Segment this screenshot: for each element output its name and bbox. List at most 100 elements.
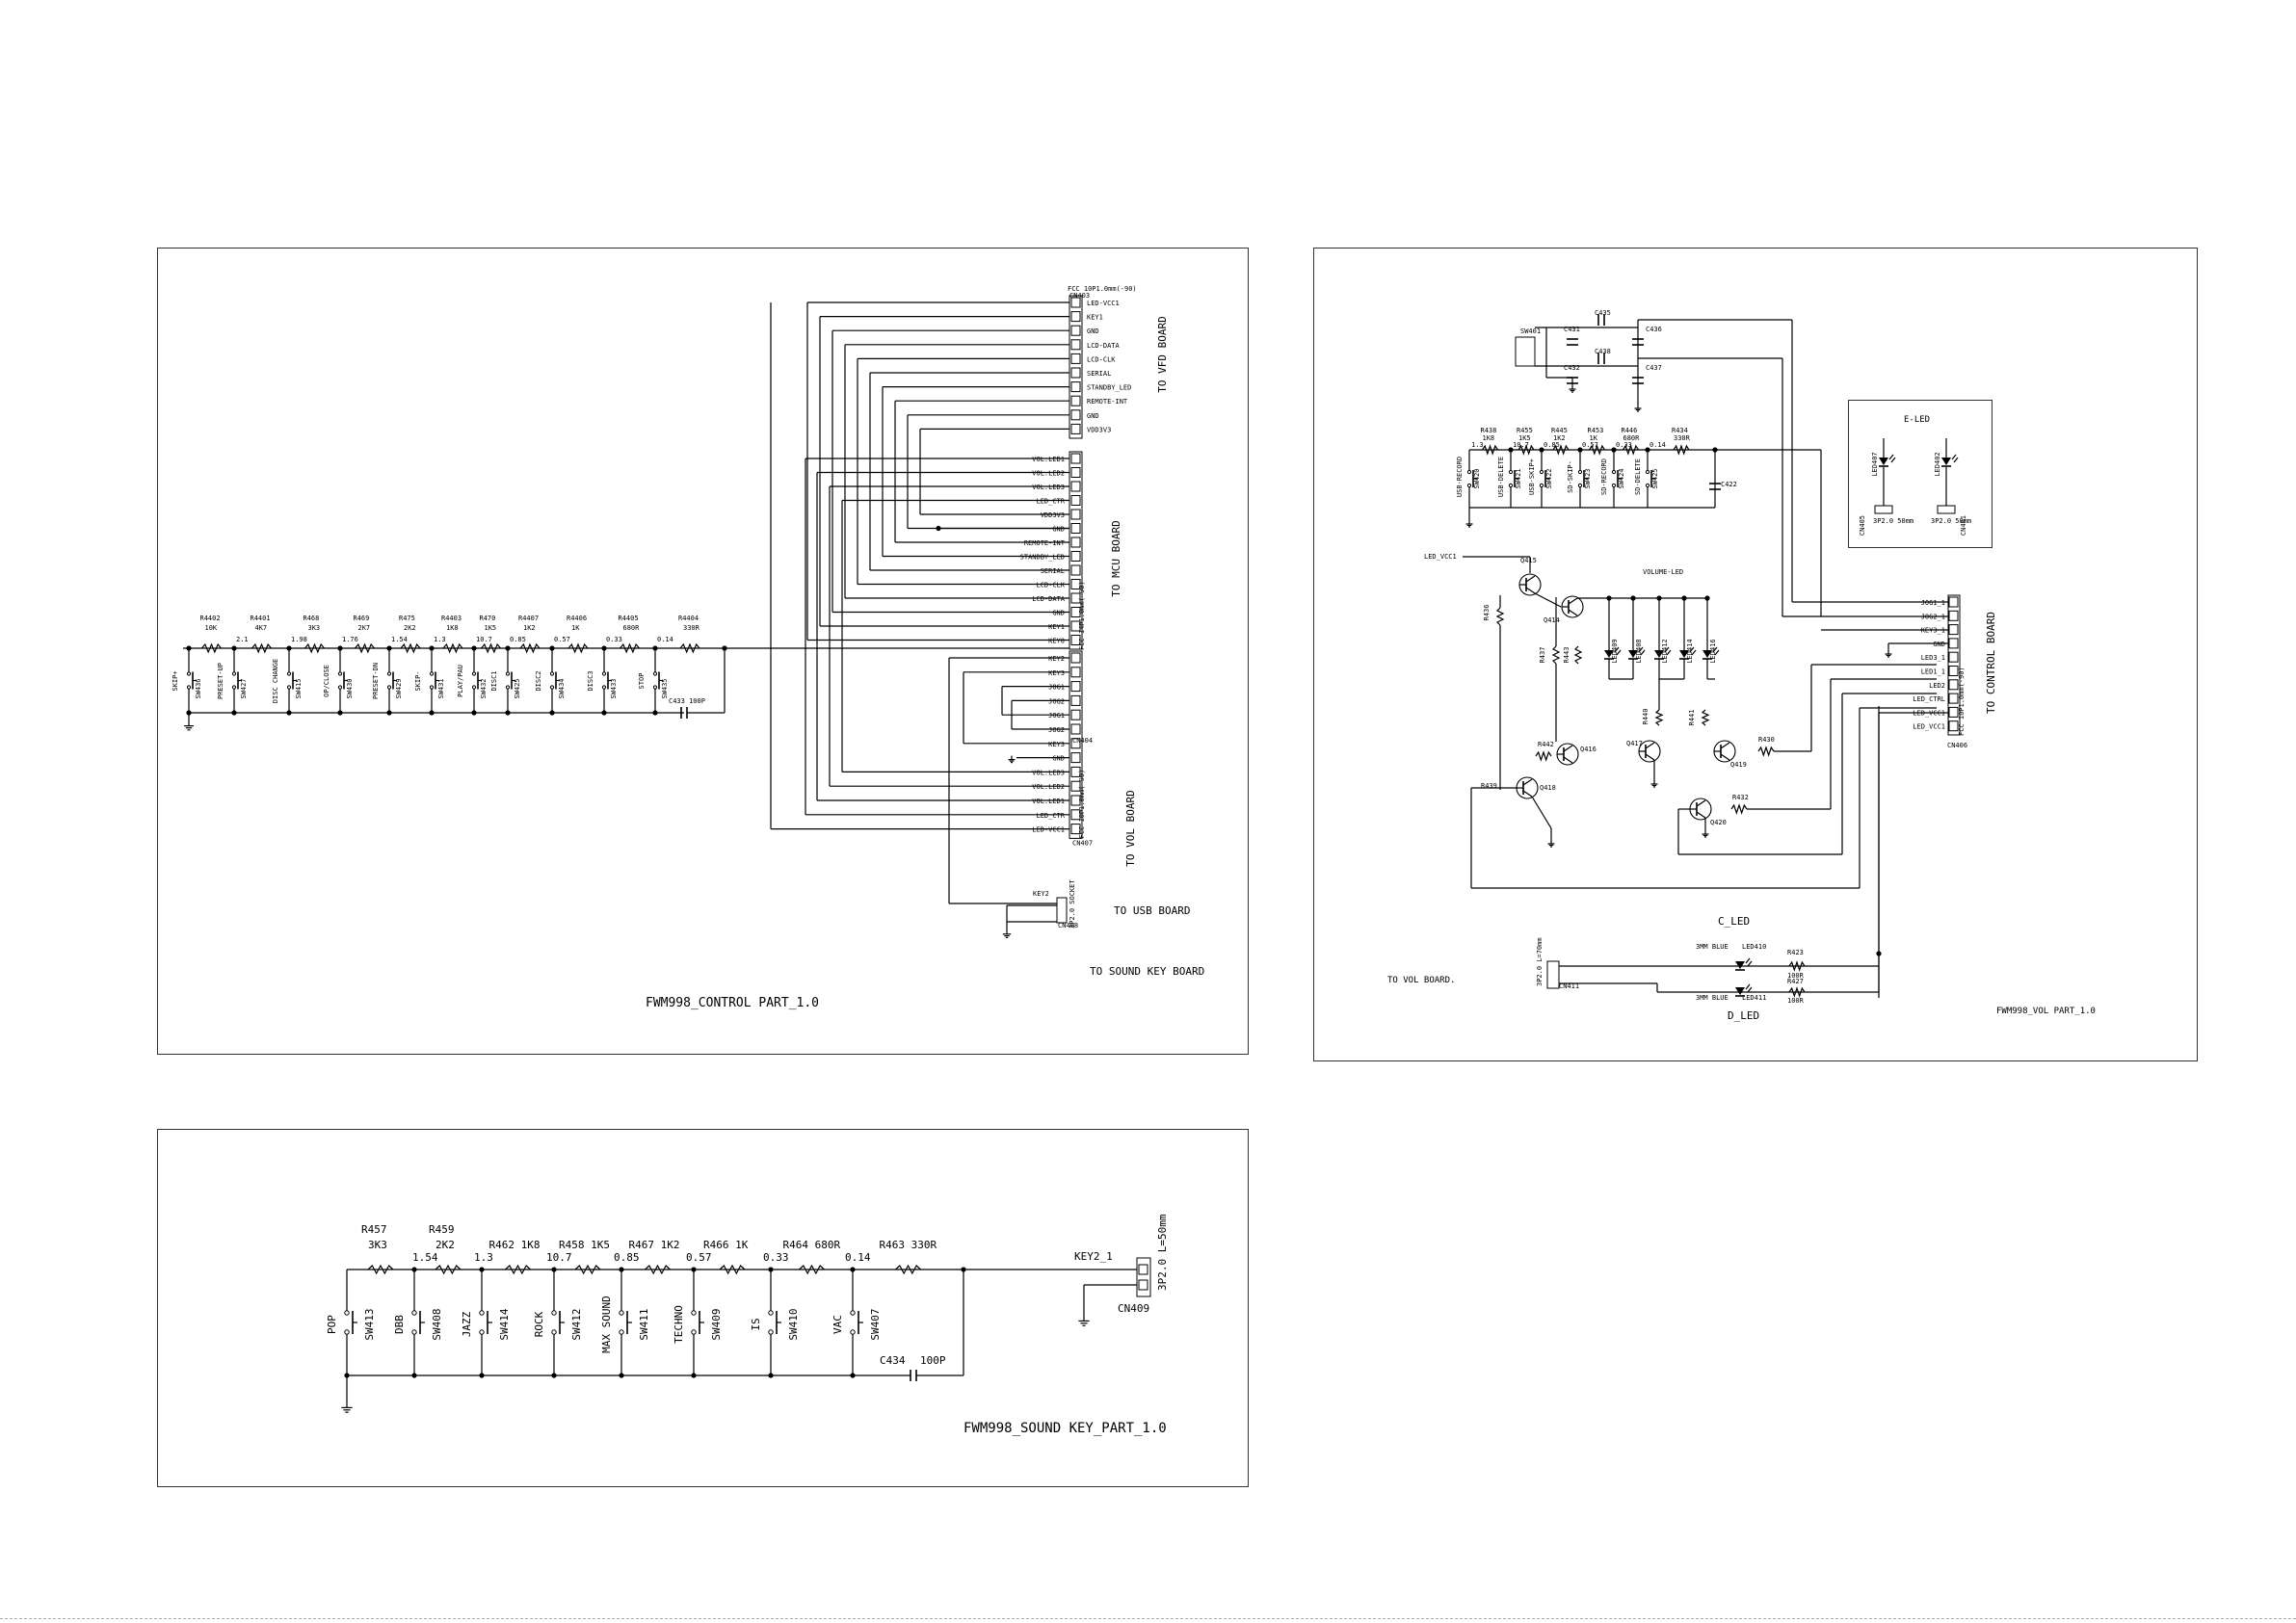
mcu-pin-label: LCD-DATA bbox=[1032, 595, 1066, 603]
control-resistor-value: 2K2 bbox=[404, 624, 416, 632]
cn411-ref: CN411 bbox=[1559, 982, 1579, 990]
control-switch-ref: SW430 bbox=[346, 678, 354, 698]
sound-switch-ref: SW407 bbox=[869, 1308, 882, 1340]
vol-led-LED412-diode bbox=[1654, 650, 1664, 658]
vfd-pin-label: STANDBY_LED bbox=[1087, 384, 1131, 392]
connector-pin bbox=[1138, 1264, 1148, 1275]
control-node-voltage: 1.54 bbox=[391, 636, 408, 643]
vol-resistor-value: 1K5 bbox=[1518, 434, 1531, 442]
control-switch-SW434-contact bbox=[549, 685, 555, 690]
mcu-pin-label: VOL.LED1 bbox=[1032, 456, 1065, 463]
connector-pin bbox=[1948, 596, 1959, 608]
connector-pin bbox=[1948, 624, 1959, 636]
vol-pin-label: JOG1 bbox=[1048, 684, 1065, 692]
sound-node-voltage: 1.54 bbox=[412, 1251, 438, 1264]
control-switch-SW436-contact bbox=[186, 671, 192, 676]
sound-resistor-value: 3K3 bbox=[368, 1239, 387, 1251]
vol-switch-contact bbox=[1508, 469, 1514, 475]
e-led-LED407-diode bbox=[1879, 458, 1888, 465]
sound-resistor-ref-value: R463 330R bbox=[880, 1239, 937, 1251]
vol-led-LED409-emission bbox=[1616, 649, 1622, 656]
control-switch-SW431-contact bbox=[429, 685, 435, 690]
d-led-ref: LED411 bbox=[1742, 994, 1766, 1002]
control-resistor-ref: R4407 bbox=[518, 615, 539, 622]
vol-control-pin-label: LED1_1 bbox=[1921, 668, 1945, 676]
sound-switch-name: DBB bbox=[393, 1315, 406, 1334]
vol-switch-ref: SW424 bbox=[1618, 468, 1625, 488]
vol-transistor-q416-emitter bbox=[1563, 756, 1573, 764]
sound-switch-SW409-contact bbox=[691, 1329, 697, 1335]
sound-switch-SW413-contact bbox=[344, 1329, 350, 1335]
mcu-pin-label: GND bbox=[1052, 610, 1065, 617]
sound-key-part-frame bbox=[157, 1129, 1249, 1487]
control-switch-name: SKIP+ bbox=[172, 670, 179, 691]
control-switch-name: DISC2 bbox=[535, 670, 542, 691]
control-switch-SW432-contact bbox=[471, 671, 477, 676]
mcu-pin-label: REMOTE-INT bbox=[1024, 539, 1066, 547]
connector-pin bbox=[1138, 1279, 1148, 1291]
d-led-label: D_LED bbox=[1728, 1009, 1759, 1022]
connector-pin bbox=[1070, 752, 1081, 764]
vol-resistor bbox=[1623, 444, 1639, 456]
vol-node-voltage: 0.85 bbox=[1544, 441, 1560, 449]
sound-switch-name: VAC bbox=[831, 1315, 844, 1334]
vol-resistor-r442 bbox=[1535, 750, 1552, 762]
vol-transistor-ref: Q415 bbox=[1520, 557, 1537, 564]
control-resistor-value: 1K5 bbox=[485, 624, 497, 632]
sound-key-part-title: FWM998_SOUND KEY_PART_1.0 bbox=[963, 1421, 1167, 1436]
vol-led-ref: LED408 bbox=[1635, 639, 1643, 663]
vol-resistor-r441 bbox=[1701, 709, 1710, 726]
sound-resistor-ref-value: R466 1K bbox=[703, 1239, 749, 1251]
vfd-pin-label: KEY1 bbox=[1087, 314, 1103, 322]
control-resistor-R4402 bbox=[201, 642, 222, 654]
vol-transistor-q419-emitter bbox=[1720, 753, 1730, 761]
control-switch-name: DISC1 bbox=[490, 670, 498, 691]
control-switch-SW429-contact bbox=[386, 685, 392, 690]
vol-switch-ref: SW421 bbox=[1515, 468, 1522, 488]
connector-pin bbox=[1070, 795, 1081, 806]
vol-resistor-value: 1K2 bbox=[1553, 434, 1566, 442]
control-switch-ref: SW433 bbox=[610, 678, 618, 698]
c-led-LED410-emission bbox=[1747, 960, 1753, 967]
e-led-LED402-emission bbox=[1951, 454, 1957, 460]
vol-pin-label: JOG1 bbox=[1048, 712, 1065, 720]
sound-resistor-ref: R459 bbox=[429, 1223, 455, 1236]
control-switch-SW435-contact bbox=[652, 685, 658, 690]
vol-control-pin-label: LED_VCC1 bbox=[1913, 723, 1945, 731]
connector-pin bbox=[1070, 723, 1081, 735]
sound-switch-SW412-contact bbox=[551, 1310, 557, 1316]
control-resistor-value: 2K7 bbox=[358, 624, 371, 632]
sound-switch-SW413-contact bbox=[344, 1310, 350, 1316]
control-resistor-value: 1K8 bbox=[446, 624, 459, 632]
c-led-LED410-emission bbox=[1745, 957, 1751, 964]
vol-led-LED408-emission bbox=[1638, 646, 1644, 653]
e-led-connector-ref: CN405 bbox=[1859, 515, 1866, 536]
sound-switch-SW407-contact bbox=[850, 1329, 856, 1335]
vol-pin-label: GND bbox=[1052, 755, 1065, 763]
sound-node-voltage: 0.14 bbox=[845, 1251, 871, 1264]
sound-switch-name: ROCK bbox=[533, 1311, 545, 1337]
connector-pin bbox=[1070, 495, 1081, 506]
vol-transistor-q420-emitter bbox=[1696, 811, 1706, 819]
connector-pin bbox=[1070, 551, 1081, 562]
to-sound-key-board-label: TO SOUND KEY BOARD bbox=[1090, 965, 1204, 978]
control-switch-SW430-contact bbox=[337, 671, 343, 676]
sound-switch-SW410-contact bbox=[768, 1329, 774, 1335]
control-switch-name: DISC CHANGE bbox=[272, 659, 279, 703]
sound-resistor-ref-value: R462 1K8 bbox=[489, 1239, 541, 1251]
control-cap-label: C433 100P bbox=[669, 697, 705, 705]
vol-transistor-ref: Q417 bbox=[1626, 740, 1643, 747]
control-switch-name: DISC3 bbox=[587, 670, 594, 691]
control-switch-name: SKIP- bbox=[414, 670, 422, 691]
vfd-connector-type: FCC 10P1.0mm(-90) bbox=[1068, 285, 1137, 293]
vol-cap-ref: C422 bbox=[1721, 481, 1737, 488]
control-switch-name: PRESET-DN bbox=[372, 663, 380, 699]
control-switch-name: OP/CLOSE bbox=[323, 665, 330, 697]
sound-node-voltage: 0.85 bbox=[614, 1251, 640, 1264]
e-led-ref: LED407 bbox=[1871, 452, 1879, 476]
vol-switch-contact bbox=[1577, 483, 1583, 488]
to-vfd-board-label: TO VFD BOARD bbox=[1156, 316, 1169, 392]
vol-switch-contact bbox=[1466, 483, 1472, 488]
connector-pin bbox=[1070, 353, 1081, 364]
e-led-connector bbox=[1874, 505, 1893, 514]
